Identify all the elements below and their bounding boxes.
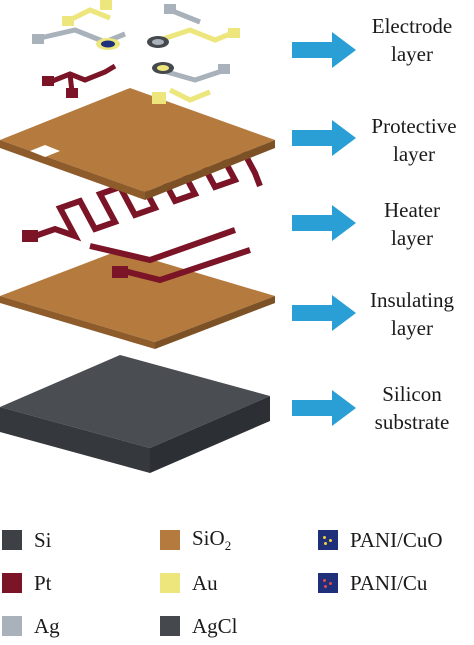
legend-label-agcl: AgCl [192, 613, 238, 638]
layer-label-line1: Silicon [382, 382, 442, 406]
legend-item-pani-cuo: PANI/CuO [318, 525, 443, 555]
layer-label-line2: layer [391, 42, 433, 66]
legend-swatch-au [160, 573, 180, 593]
legend-item-pani-cu: PANI/Cu [318, 568, 427, 598]
legend-item-sio2: SiO2 [160, 525, 231, 555]
right-arrow-icon [292, 205, 356, 241]
legend-swatch-pani-cuo [318, 530, 338, 550]
legend-label-au: Au [192, 570, 218, 595]
legend-label-pani-cuo: PANI/CuO [350, 527, 443, 552]
electrode-right-bottom [152, 62, 230, 104]
layer-label-line2: substrate [374, 410, 450, 434]
legend-label-si: Si [34, 527, 52, 552]
legend-label-pani-cu: PANI/Cu [350, 570, 428, 595]
legend-item-ag: Ag [2, 611, 60, 641]
layer-label-insulating: Insulating layer [352, 286, 472, 342]
pt-trace-top [49, 63, 117, 93]
right-arrow-icon [292, 390, 356, 426]
layer-label-line1: Insulating [370, 288, 454, 312]
legend-label-sio2-subscript: 2 [224, 538, 232, 554]
legend-item-pt: Pt [2, 568, 52, 598]
legend-swatch-si [2, 530, 22, 550]
right-arrow-icon [292, 32, 356, 68]
legend-swatch-ag [2, 616, 22, 636]
layer-label-electrode: Electrode layer [352, 12, 472, 68]
legend-label-sio2: SiO2 [192, 526, 231, 554]
legend-swatch-agcl [160, 616, 180, 636]
electrode-left [32, 0, 126, 50]
layer-label-line1: Heater [384, 198, 440, 222]
protective-layer-plate [0, 88, 275, 200]
layer-label-silicon: Silicon substrate [352, 380, 472, 436]
layer-label-line1: Electrode [371, 14, 453, 38]
legend-item-agcl: AgCl [160, 611, 238, 641]
silicon-substrate-block [0, 355, 270, 473]
pt-pad-top-left [42, 76, 54, 86]
right-arrow-icon [292, 295, 356, 331]
legend-swatch-pt [2, 573, 22, 593]
right-arrow-icon [292, 120, 356, 156]
layer-label-heater: Heater layer [352, 196, 472, 252]
layer-label-protective: Protective layer [354, 112, 474, 168]
heater-pad-left [22, 230, 38, 242]
legend-label-pt: Pt [34, 570, 52, 595]
layer-label-line1: Protective [371, 114, 457, 138]
layer-label-line2: layer [393, 142, 435, 166]
legend-item-si: Si [2, 525, 52, 555]
pt-pad-top-mid [66, 88, 78, 98]
legend-label-ag: Ag [34, 613, 60, 638]
legend-label-sio2-base: SiO [192, 525, 225, 550]
heater-pad-bottom [112, 266, 128, 278]
legend-swatch-sio2 [160, 530, 180, 550]
legend-item-au: Au [160, 568, 218, 598]
insulating-layer-plate [0, 250, 275, 349]
layer-label-line2: layer [391, 226, 433, 250]
electrode-right-top [147, 4, 240, 48]
legend-swatch-pani-cu [318, 573, 338, 593]
layer-label-line2: layer [391, 316, 433, 340]
